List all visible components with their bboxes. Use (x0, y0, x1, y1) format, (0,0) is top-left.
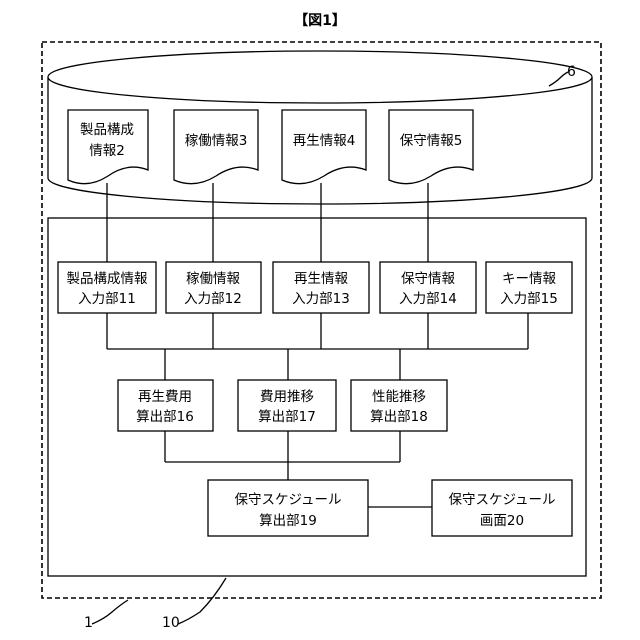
calc-unit-performance-trend: 性能推移 算出部18 (351, 380, 447, 431)
input-unit-operation-line1: 稼働情報 (186, 271, 240, 287)
input-unit-regeneration-line2: 入力部13 (292, 291, 350, 307)
schedule-screen-line2: 画面20 (480, 513, 524, 529)
input-unit-operation: 稼働情報 入力部12 (166, 262, 261, 313)
figure-title: 【図1】 (294, 13, 346, 29)
calc-unit-cost-trend-line1: 費用推移 (260, 389, 314, 405)
input-unit-maintenance-line1: 保守情報 (401, 271, 455, 287)
input-unit-key: キー情報 入力部15 (486, 262, 572, 313)
input-unit-maintenance-line2: 入力部14 (399, 291, 457, 307)
document-product-config-line2: 情報2 (89, 143, 125, 159)
document-operation-label: 稼働情報3 (185, 133, 248, 149)
calc-unit-regeneration-cost-line2: 算出部16 (136, 409, 194, 425)
reference-label-device: 10 (162, 615, 180, 631)
schedule-screen-line1: 保守スケジュール (448, 492, 555, 508)
input-unit-regeneration-line1: 再生情報 (294, 271, 348, 287)
input-unit-product-config-line2: 入力部11 (78, 291, 136, 307)
input-unit-operation-line2: 入力部12 (184, 291, 242, 307)
schedule-screen: 保守スケジュール 画面20 (432, 480, 572, 536)
calc-unit-performance-trend-line2: 算出部18 (370, 409, 428, 425)
schedule-calc-unit-line2: 算出部19 (259, 513, 317, 529)
reference-label-database: 6 (567, 64, 576, 80)
input-unit-product-config: 製品構成情報 入力部11 (58, 262, 156, 313)
input-unit-regeneration: 再生情報 入力部13 (273, 262, 369, 313)
schedule-calc-unit-line1: 保守スケジュール (234, 492, 341, 508)
input-unit-key-line1: キー情報 (502, 271, 556, 287)
calc-unit-cost-trend: 費用推移 算出部17 (238, 380, 336, 431)
calc-unit-regeneration-cost: 再生費用 算出部16 (118, 380, 213, 431)
input-unit-maintenance: 保守情報 入力部14 (380, 262, 476, 313)
calc-unit-cost-trend-line2: 算出部17 (258, 409, 316, 425)
document-regeneration-label: 再生情報4 (293, 133, 356, 149)
calc-unit-regeneration-cost-line1: 再生費用 (138, 389, 192, 405)
reference-label-system: 1 (84, 615, 93, 631)
input-unit-product-config-line1: 製品構成情報 (67, 271, 148, 287)
document-product-config-line1: 製品構成 (80, 122, 134, 138)
calc-unit-performance-trend-line1: 性能推移 (372, 389, 426, 405)
schedule-calc-unit: 保守スケジュール 算出部19 (208, 480, 368, 536)
input-to-bus-connectors (107, 313, 528, 380)
document-maintenance-label: 保守情報5 (400, 133, 463, 149)
input-unit-key-line2: 入力部15 (500, 291, 558, 307)
